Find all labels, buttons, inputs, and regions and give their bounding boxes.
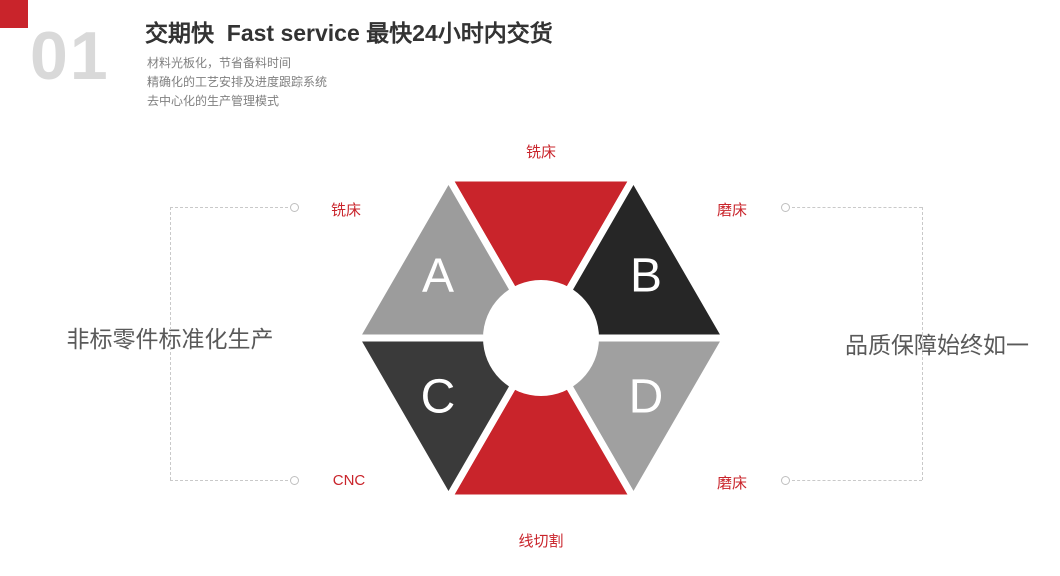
hexagon-diagram: A B C D xyxy=(351,171,731,505)
bullet-list: 材料光板化，节省备料时间 精确化的工艺安排及进度跟踪系统 去中心化的生产管理模式 xyxy=(147,54,327,111)
left-connector-bottom-line xyxy=(170,480,288,481)
segment-letter-d: D xyxy=(629,371,664,424)
center-circle xyxy=(483,280,599,396)
right-top-node-circle xyxy=(781,203,790,212)
section-title: 交期快 Fast service 最快24小时内交货 xyxy=(145,20,553,46)
segment-letter-c: C xyxy=(421,371,456,424)
right-connector-vertical-line xyxy=(922,207,923,480)
section-number: 01 xyxy=(30,18,110,94)
bullet-item: 去中心化的生产管理模式 xyxy=(147,94,280,108)
right-bottom-node-circle xyxy=(781,476,790,485)
left-top-node-circle xyxy=(290,203,299,212)
label-bottom-wirecut: 线切割 xyxy=(518,533,564,550)
bullet-item: 材料光板化，节省备料时间 xyxy=(147,56,292,70)
label-right-bottom-grinding: 磨床 xyxy=(716,475,747,492)
corner-accent-square xyxy=(0,0,28,28)
bullet-item: 精确化的工艺安排及进度跟踪系统 xyxy=(147,75,328,89)
segment-letter-a: A xyxy=(422,250,454,303)
left-connector-top-line xyxy=(170,207,288,208)
segment-letter-b: B xyxy=(630,250,662,303)
label-left-top-milling: 铣床 xyxy=(330,202,361,219)
right-connector-top-line xyxy=(792,207,922,208)
right-connector-bottom-line xyxy=(792,480,922,481)
left-bottom-node-circle xyxy=(290,476,299,485)
left-connector-vertical-line xyxy=(170,207,171,480)
label-left-bottom-cnc: CNC xyxy=(332,472,366,489)
label-top-milling: 铣床 xyxy=(525,144,556,161)
label-right-top-grinding: 磨床 xyxy=(716,202,747,219)
right-side-label: 品质保障始终如一 xyxy=(845,332,1029,358)
segment-upper-left xyxy=(351,171,548,342)
